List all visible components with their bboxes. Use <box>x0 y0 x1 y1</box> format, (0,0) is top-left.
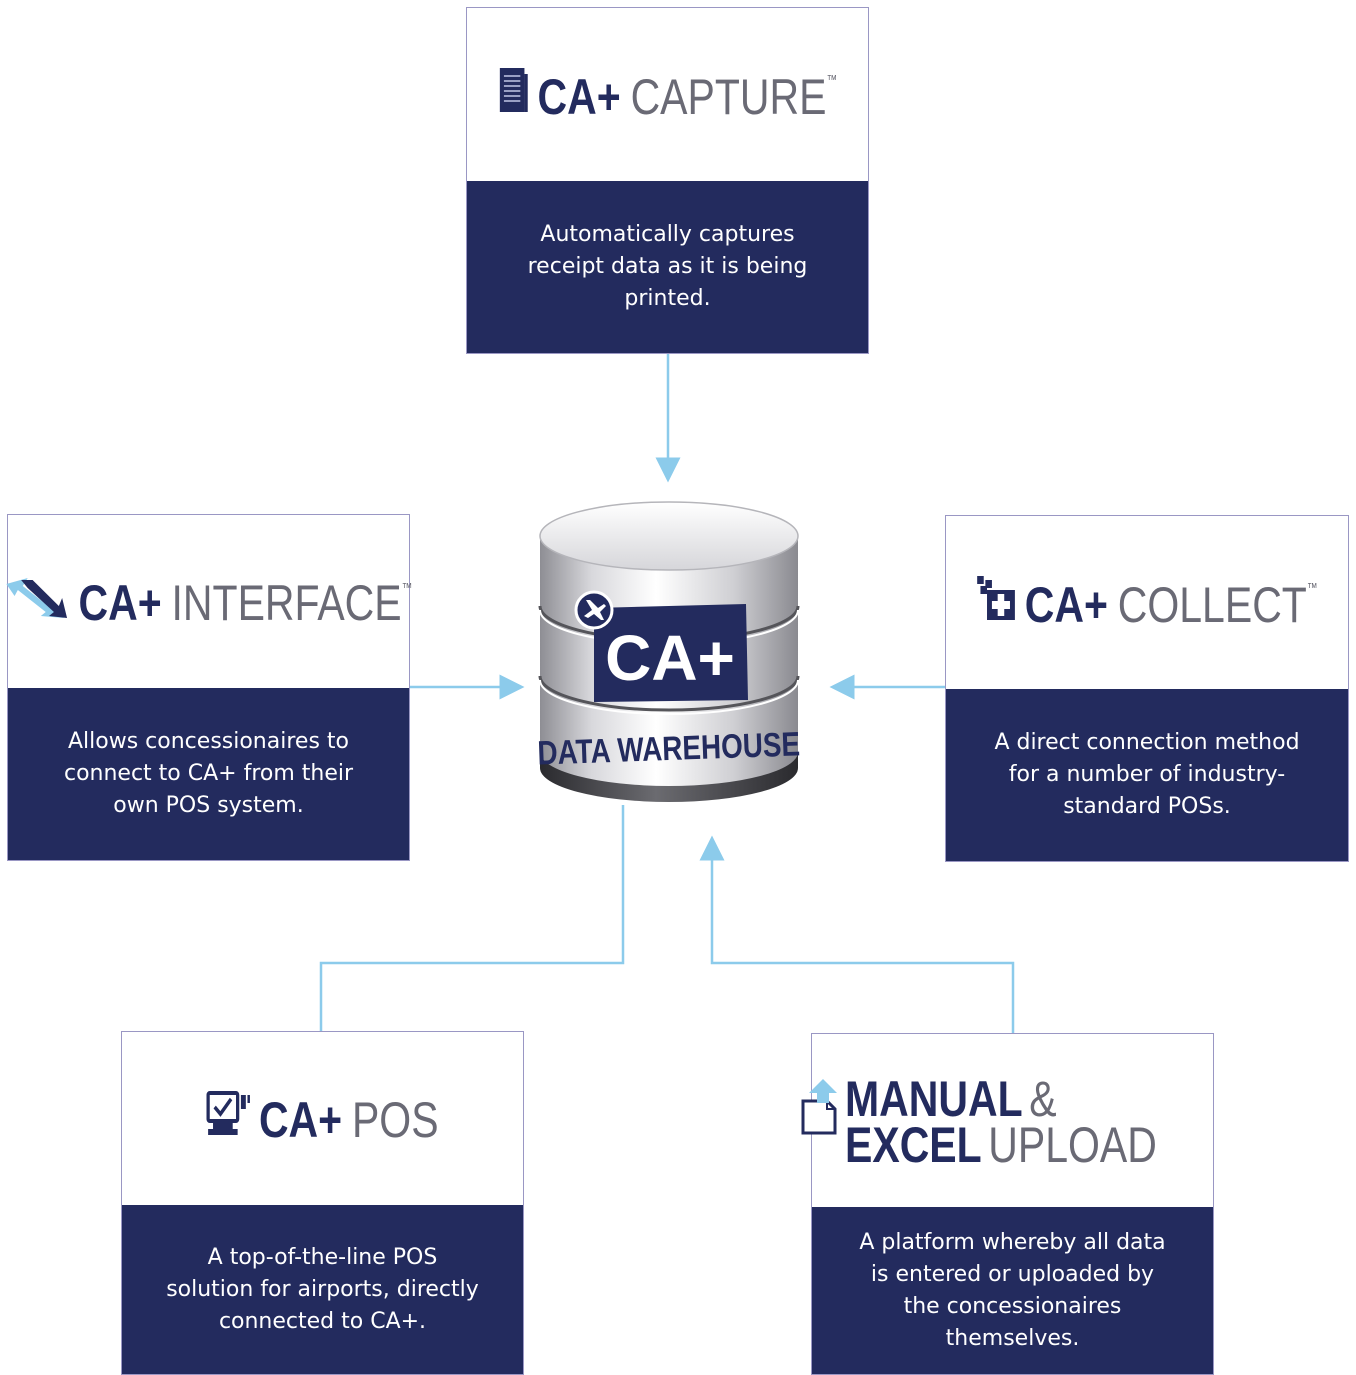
capture-brand-light: CAPTURE <box>630 68 827 125</box>
collect-brand: CA+ COLLECT ™ <box>976 574 1318 634</box>
manual-connector <box>699 835 1015 1033</box>
data-warehouse-cylinder: CA+ DATA WAREHOUSE <box>537 501 801 802</box>
upload-document-icon <box>801 1078 838 1134</box>
collect-trademark: ™ <box>1307 579 1318 595</box>
collect-description: A direct connection method for a number … <box>946 689 1348 861</box>
collect-card: CA+ COLLECT ™ A direct connection method… <box>945 515 1349 862</box>
pos-terminal-icon <box>206 1090 250 1135</box>
pos-header: CA+ POS <box>122 1032 523 1207</box>
pos-connector <box>319 805 625 1031</box>
capture-description: Automatically captures receipt data as i… <box>467 181 868 353</box>
pos-brand: CA+ POS <box>206 1090 439 1149</box>
airplane-icon <box>574 590 614 630</box>
capture-card: CA+ CAPTURE ™ Automatically captures rec… <box>466 7 869 354</box>
pos-card: CA+ POS A top-of-the-line POS solution f… <box>121 1031 524 1375</box>
manual-line2-bold: EXCEL <box>845 1116 983 1173</box>
manual-line1-light: & <box>1029 1070 1057 1127</box>
collect-header: CA+ COLLECT ™ <box>946 516 1348 691</box>
pos-brand-light: POS <box>351 1091 439 1148</box>
interface-description: Allows concessionaires to connect to CA+… <box>8 688 409 860</box>
interface-brand-bold: CA+ <box>78 574 162 631</box>
interface-brand-light: INTERFACE <box>171 574 402 631</box>
manual-description: A platform whereby all data is entered o… <box>812 1207 1213 1374</box>
document-stack-icon <box>499 67 528 112</box>
collect-brand-light: COLLECT <box>1118 576 1308 633</box>
interface-header: CA+ INTERFACE ™ <box>6 515 412 690</box>
interface-trademark: ™ <box>401 579 413 595</box>
capture-brand-bold: CA+ <box>537 68 621 125</box>
manual-line1-bold: MANUAL <box>845 1070 1023 1127</box>
warehouse-logo: CA+ <box>605 622 735 694</box>
pos-brand-bold: CA+ <box>258 1091 343 1148</box>
capture-brand: CA+ CAPTURE ™ <box>498 66 837 126</box>
interface-brand: CA+ INTERFACE ™ <box>5 574 413 632</box>
warehouse-label: DATA WAREHOUSE <box>537 725 801 772</box>
pixel-plus-icon <box>977 575 1016 620</box>
interface-card: CA+ INTERFACE ™ Allows concessionaires t… <box>6 514 412 861</box>
diagonal-arrow-icon <box>6 577 68 618</box>
capture-trademark: ™ <box>826 71 837 87</box>
manual-line2-light: UPLOAD <box>988 1116 1158 1173</box>
pos-description: A top-of-the-line POS solution for airpo… <box>122 1205 523 1374</box>
capture-header: CA+ CAPTURE ™ <box>467 8 868 183</box>
collect-brand-bold: CA+ <box>1025 576 1109 633</box>
